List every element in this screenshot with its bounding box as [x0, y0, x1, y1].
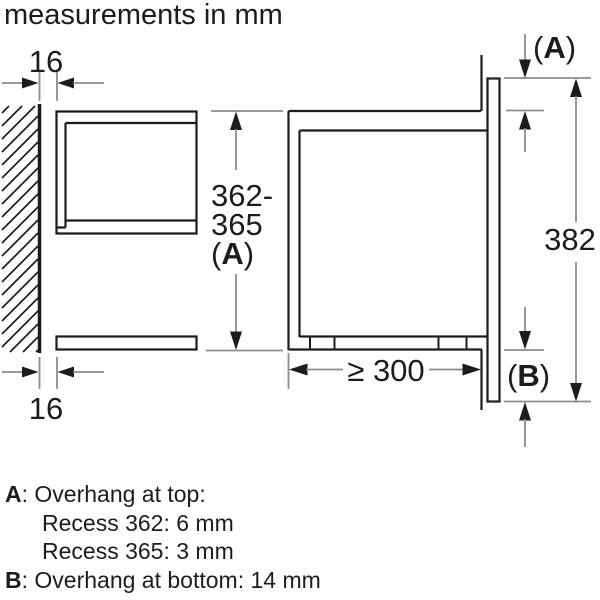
arrowhead-down	[230, 331, 242, 350]
dim-front-height: 382	[544, 78, 596, 402]
note-text: Recess 365: 3 mm	[42, 538, 234, 564]
dim-label-382: 382	[544, 222, 596, 257]
dim-label-min-depth: ≥ 300	[347, 353, 424, 388]
arrowhead-down	[519, 331, 531, 350]
note-key-b: B	[5, 566, 22, 593]
cabinet-upper-box	[55, 110, 198, 235]
niche-outline	[287, 109, 482, 351]
note-overhang-bottom: B: Overhang at bottom: 14 mm	[5, 566, 321, 595]
arrowhead-up	[570, 78, 582, 97]
note-text: Recess 362: 6 mm	[42, 509, 234, 536]
note-recess-365: Recess 365: 3 mm	[5, 537, 321, 566]
arrowhead-right	[462, 363, 481, 376]
appliance-door-front	[486, 77, 501, 403]
arrowhead-left	[57, 366, 74, 378]
legend-notes: A: Overhang at top: Recess 362: 6 mm Rec…	[5, 480, 321, 594]
dim-wall-gap-bottom: 16	[2, 357, 104, 426]
arrowhead-down	[519, 59, 531, 78]
appliance-feet	[309, 337, 468, 349]
page-title: measurements in mm	[4, 0, 283, 31]
note-text: : Overhang at bottom: 14 mm	[21, 566, 321, 593]
wall-section	[1, 104, 42, 353]
dim-label-overhang-top: (A)	[533, 30, 576, 65]
dim-min-depth: ≥ 300	[287, 353, 481, 389]
dim-overhang-top: (A)	[504, 30, 591, 152]
arrowhead-up	[519, 111, 531, 130]
appliance-section	[287, 55, 501, 410]
dim-label-niche-height-a: (A)	[211, 236, 254, 271]
note-key-a: A	[5, 481, 22, 507]
dim-overhang-bottom: (B)	[504, 307, 591, 447]
wall-hatching	[1, 105, 39, 353]
appliance-body	[298, 129, 488, 338]
note-text: : Overhang at top:	[21, 481, 206, 507]
arrowhead-left	[57, 77, 74, 89]
arrowhead-right	[22, 366, 39, 378]
dim-wall-gap-top: 16	[2, 44, 104, 101]
cabinet-bottom-panel	[55, 335, 198, 351]
arrowhead-up	[230, 111, 242, 130]
dim-label-overhang-bottom: (B)	[507, 358, 550, 393]
cabinet-section	[55, 110, 198, 351]
note-recess-362: Recess 362: 6 mm	[5, 509, 321, 538]
arrowhead-right	[22, 77, 39, 89]
dim-label-16-bottom: 16	[29, 391, 63, 426]
dim-niche-height: 362- 365 (A)	[206, 110, 283, 352]
note-overhang-top: A: Overhang at top:	[5, 480, 321, 509]
dim-label-16-top: 16	[29, 44, 63, 79]
arrowhead-up	[519, 402, 531, 421]
arrowhead-left	[289, 363, 308, 376]
dim-label-niche-height-1: 362-	[211, 178, 273, 213]
dim-label-niche-height-2: 365	[211, 207, 263, 242]
arrowhead-down	[570, 383, 582, 402]
